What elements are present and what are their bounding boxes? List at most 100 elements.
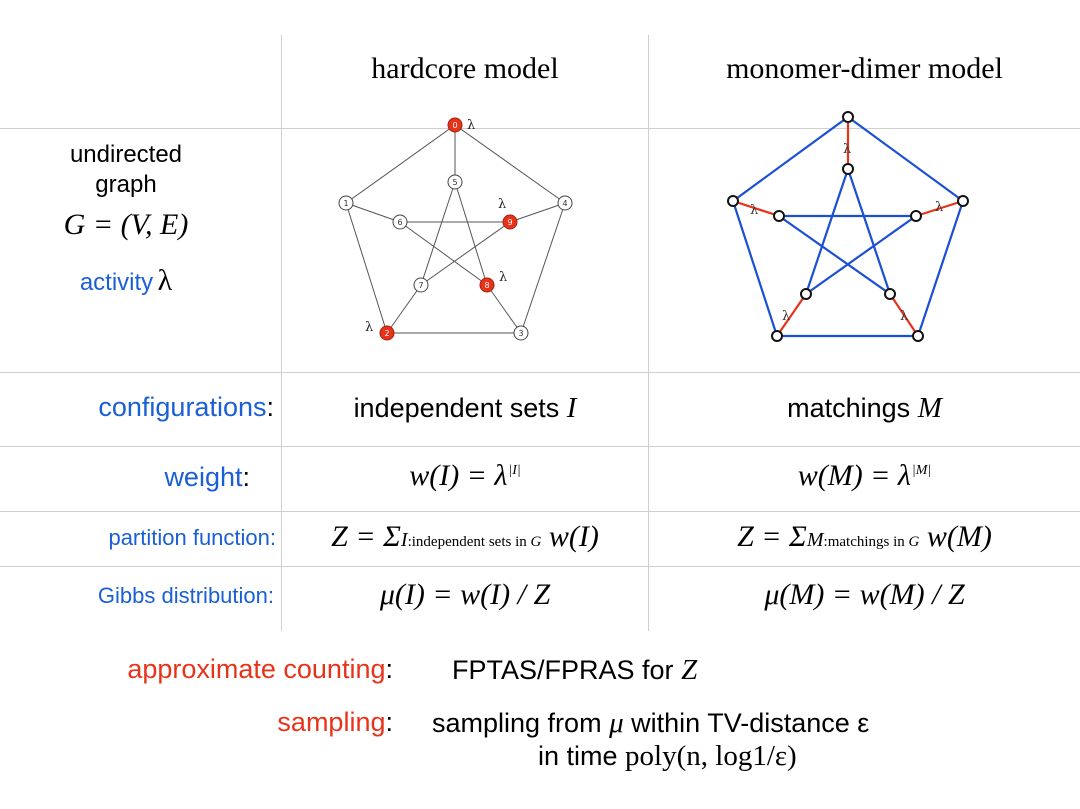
hardcore-node-2	[379, 325, 395, 341]
table-divider-weight	[0, 511, 1080, 512]
partition-matching-sub-text: :matchings in	[823, 534, 905, 550]
matching-matched-edges	[732, 117, 964, 337]
header-monomer-dimer-model: monomer-dimer model	[726, 52, 1003, 85]
hardcore-node-label-5: 5	[452, 178, 457, 187]
cell-gibbs-independent: μ(I) = w(I) / Z	[379, 578, 551, 611]
partition-label: partition function:	[108, 525, 276, 550]
sampling-line2-pre: in time	[538, 741, 618, 771]
hardcore-node-label-0: 0	[452, 121, 457, 130]
cell-weight-independent: w(I) = λ|I|	[282, 459, 648, 493]
graph-row-label: undirected graph G = (V, E) activity λ	[0, 140, 282, 298]
label-graph-math: G = (V, E)	[63, 208, 189, 241]
hardcore-node-label-7: 7	[418, 281, 423, 290]
hardcore-node-3	[513, 325, 529, 341]
matching-node-1	[957, 195, 969, 207]
independent-sets-text: independent sets	[353, 393, 560, 423]
matching-node-0	[842, 111, 854, 123]
partition-independent-sub-var: I	[400, 529, 408, 551]
matching-node-9	[773, 210, 785, 222]
matching-lambda-labels: λ λ λ λ λ	[750, 142, 943, 324]
partition-matching-sub-g: G	[908, 534, 920, 550]
hardcore-node-0	[447, 117, 463, 133]
partition-independent-sub-text: :independent sets in	[407, 534, 527, 550]
cell-independent-sets: independent sets I	[282, 392, 648, 425]
independent-sets-var: I	[566, 392, 577, 424]
matchings-text: matchings	[787, 393, 911, 423]
weight-colon: :	[242, 462, 250, 492]
weight-matching-exp: |M|	[911, 463, 932, 478]
weight-label: weight	[164, 462, 243, 492]
sampling-mu: μ	[609, 707, 624, 739]
hardcore-node-label-6: 6	[397, 218, 402, 227]
approx-counting-label: approximate counting	[127, 654, 386, 684]
partition-independent-pre: Z = Σ	[331, 520, 401, 553]
partition-matching-pre: Z = Σ	[737, 520, 807, 553]
cell-partition-matching: Z = ΣM:matchings in G w(M)	[649, 520, 1080, 554]
table-divider-configurations	[0, 446, 1080, 447]
table-divider-header	[0, 128, 1080, 129]
hardcore-node-1	[338, 195, 354, 211]
hardcore-node-8	[479, 277, 495, 293]
hardcore-lambda-0: λ	[467, 118, 475, 133]
matching-node-7	[884, 288, 896, 300]
weight-matching-lhs: w(M) = λ	[797, 459, 911, 492]
hardcore-node-label-2: 2	[384, 329, 389, 338]
hardcore-edges	[345, 124, 566, 334]
hardcore-node-4	[557, 195, 573, 211]
footer-sampling-line2: in time poly(n, log1/ε)	[538, 740, 797, 773]
matching-lambda-2: λ	[935, 200, 943, 215]
partition-independent-sub-g: G	[530, 534, 542, 550]
hardcore-node-label-8: 8	[484, 281, 489, 290]
footer-approx-text: FPTAS/FPRAS for Z	[452, 654, 697, 687]
row-label-gibbs-distribution: Gibbs distribution:	[98, 583, 274, 609]
table-divider-graph	[0, 372, 1080, 373]
hardcore-lambda-8: λ	[499, 270, 507, 285]
sampling-colon: :	[385, 707, 393, 737]
matching-lambda-3: λ	[782, 309, 790, 324]
hardcore-lambda-9: λ	[498, 197, 506, 212]
partition-matching-sub-var: M	[806, 529, 824, 551]
table-column-divider-2	[648, 35, 649, 631]
matching-node-8	[800, 288, 812, 300]
label-activity-row: activity λ	[0, 264, 282, 298]
footer-sampling: sampling:	[277, 707, 393, 738]
approx-counting-colon: :	[385, 654, 393, 684]
partition-independent-sub: I:independent sets in G	[401, 529, 542, 551]
hardcore-node-label-4: 4	[562, 199, 567, 208]
hardcore-lambda-2: λ	[365, 320, 373, 335]
matchings-var: M	[917, 392, 942, 424]
hardcore-node-6	[392, 214, 408, 230]
label-activity: activity	[79, 269, 154, 296]
matching-node-4	[727, 195, 739, 207]
approx-text: FPTAS/FPRAS for	[452, 655, 674, 685]
footer-approximate-counting: approximate counting:	[127, 654, 393, 685]
cell-gibbs-matching: μ(M) = w(M) / Z	[764, 578, 965, 611]
configurations-label: configurations	[98, 392, 267, 422]
header-hardcore-model: hardcore model	[371, 52, 559, 85]
configurations-colon: :	[266, 392, 274, 422]
matching-nodes	[727, 111, 969, 342]
partition-matching-sub: M:matchings in G	[807, 529, 920, 551]
matching-lambda-1: λ	[750, 203, 758, 218]
partition-independent-post: w(I)	[548, 520, 599, 553]
label-undirected: undirected	[69, 141, 183, 168]
row-label-partition-function: partition function:	[108, 525, 276, 551]
approx-var: Z	[681, 654, 698, 686]
table-column-divider-1	[281, 35, 282, 631]
sampling-text1: sampling from	[432, 708, 602, 738]
matching-node-3	[771, 330, 783, 342]
sampling-line2-math: poly(n, log1/ε)	[625, 740, 797, 772]
matching-node-2	[912, 330, 924, 342]
label-graph: graph	[95, 171, 157, 198]
gibbs-label: Gibbs distribution:	[97, 583, 274, 608]
hardcore-node-label-3: 3	[518, 329, 523, 338]
row-label-weight: weight:	[164, 462, 250, 493]
matching-edges	[731, 116, 965, 338]
hardcore-node-5	[447, 174, 463, 190]
cell-matchings: matchings M	[649, 392, 1080, 425]
matching-lambda-0: λ	[843, 142, 851, 157]
matching-node-5	[842, 163, 854, 175]
matching-lambda-4: λ	[900, 309, 908, 324]
